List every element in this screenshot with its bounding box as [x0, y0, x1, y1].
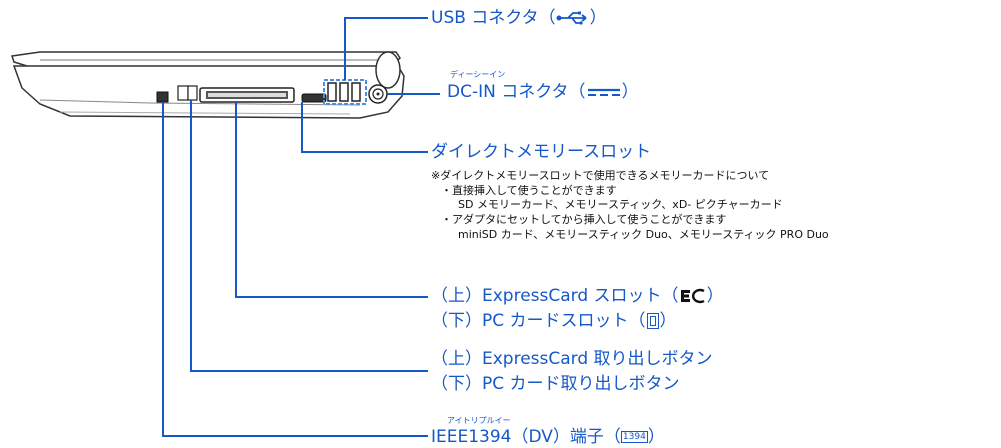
memory-note-line3: SD メモリーカード、メモリースティック、xD- ピクチャーカード — [458, 198, 783, 211]
usb-connector-label: USB コネクタ（） — [431, 8, 607, 28]
leader-memory — [301, 102, 428, 153]
dc-symbol-icon — [587, 88, 620, 96]
eject-button-lower — [187, 85, 198, 101]
dcin-ruby: ディーシーイン — [450, 70, 506, 79]
leader-ieee1394 — [162, 102, 428, 437]
hinge — [375, 51, 401, 89]
eject-button-upper — [177, 85, 189, 101]
memory-note-line5: miniSD カード、メモリースティック Duo、メモリースティック PRO D… — [458, 228, 829, 241]
ieee1394-icon: 1394 — [620, 431, 648, 443]
pccard-slot-label: （下）PC カードスロット（） — [431, 311, 677, 331]
ieee-ruby: アイトリプルイー — [447, 416, 511, 425]
usb-symbol-icon — [556, 11, 587, 25]
usb-port-3 — [351, 82, 361, 102]
pccard-symbol-icon — [646, 313, 659, 329]
memory-slot — [301, 93, 327, 103]
ieee1394-port-label: IEEE1394（DV）端子（1394） — [431, 427, 665, 447]
pccard-eject-label: （下）PC カード取り出しボタン — [431, 374, 680, 394]
expresscard-logo-icon — [680, 288, 705, 304]
memory-note-line4: ・アダプタにセットしてから挿入して使うことができます — [441, 213, 727, 226]
leader-usb — [344, 17, 428, 80]
memory-note-line1: ※ダイレクトメモリースロットで使用できるメモリーカードについて — [431, 169, 770, 182]
ieee1394-port — [156, 91, 169, 103]
expresscard-eject-label: （上）ExpressCard 取り出しボタン — [431, 349, 713, 369]
leader-eject — [190, 100, 428, 372]
usb-port-1 — [327, 82, 337, 102]
expresscard-slot-label: （上）ExpressCard スロット（） — [431, 286, 724, 306]
dcin-connector-label: DC-IN コネクタ（） — [447, 82, 639, 102]
direct-memory-slot-label: ダイレクトメモリースロット — [431, 142, 652, 162]
usb-port-2 — [339, 82, 349, 102]
memory-note-line2: ・直接挿入して使うことができます — [441, 184, 617, 197]
leader-lines — [162, 17, 440, 437]
leader-expresscard-slot — [235, 102, 428, 298]
